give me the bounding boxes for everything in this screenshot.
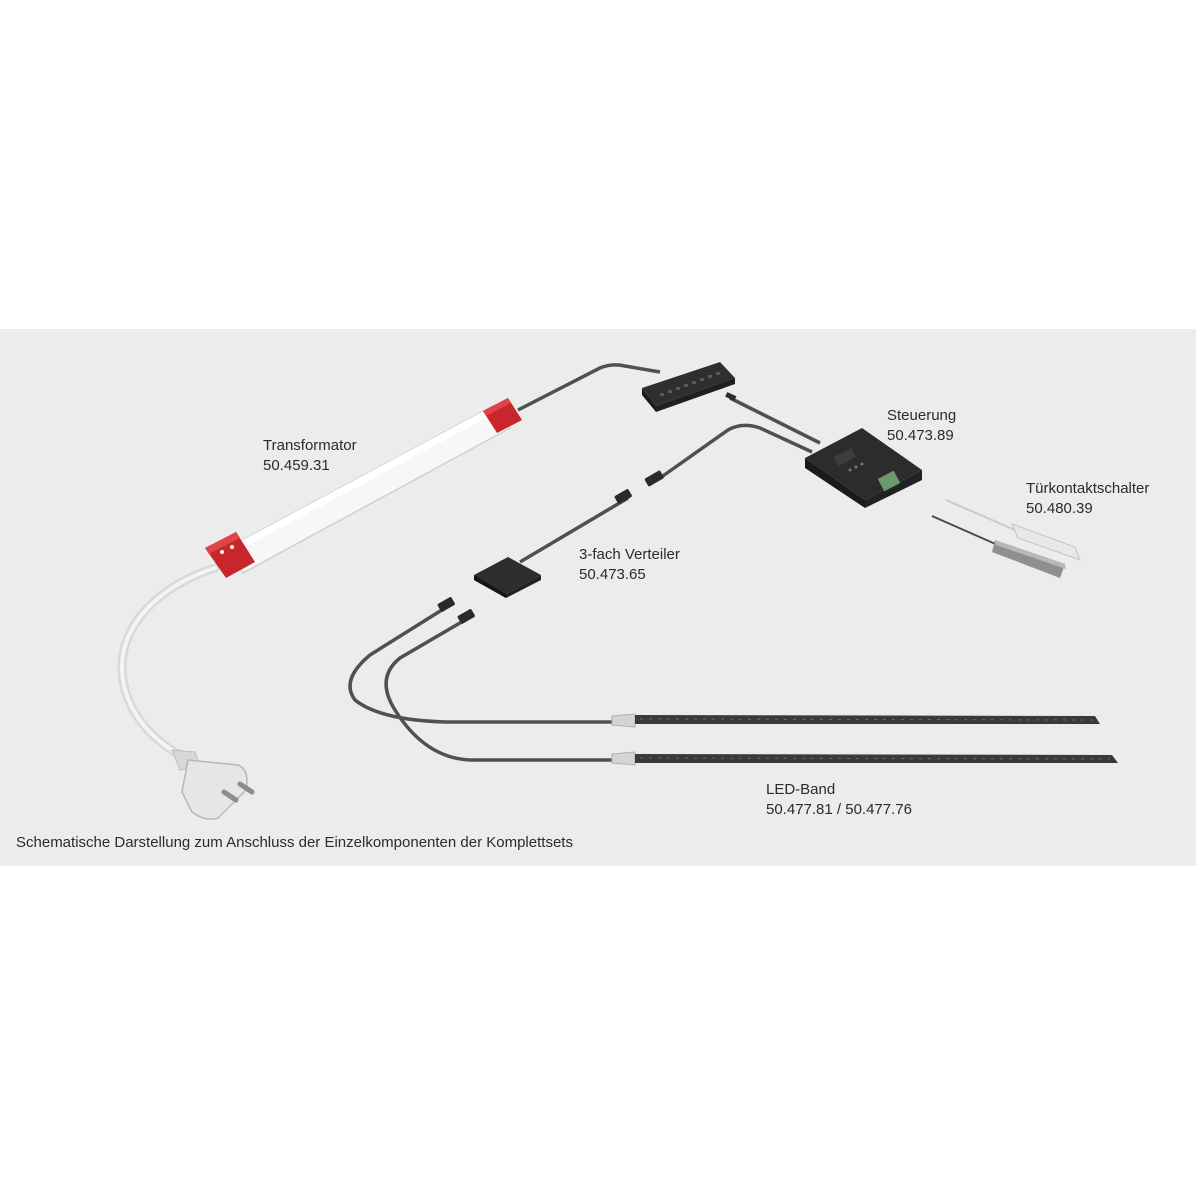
led-strip-name: LED-Band: [766, 781, 836, 798]
transformer-icon: [205, 398, 522, 578]
power-cable: [117, 563, 220, 760]
plug-icon: [171, 749, 255, 820]
door-switch-icon: [931, 499, 1081, 578]
transformer-label: Transformator 50.459.31: [263, 436, 357, 476]
diagram-caption: Schematische Darstellung zum Anschluss d…: [16, 834, 573, 851]
controller-label: Steuerung 50.473.89: [887, 406, 956, 446]
cable-hub-controller: [729, 396, 821, 445]
cable-led-2: [384, 618, 615, 762]
door-switch-label: Türkontaktschalter 50.480.39: [1026, 479, 1149, 519]
hub-distributor-icon: [642, 362, 735, 412]
door-switch-number: 50.480.39: [1026, 500, 1093, 517]
transformer-number: 50.459.31: [263, 457, 330, 474]
cable-led-1: [348, 606, 615, 724]
led-strip-label: LED-Band 50.477.81 / 50.477.76: [766, 780, 912, 820]
led-strip-number: 50.477.81 / 50.477.76: [766, 801, 912, 818]
controller-icon: [805, 428, 922, 508]
controller-name: Steuerung: [887, 407, 957, 424]
cable-transformer-hub: [517, 363, 661, 412]
cable-distributor-connector: [519, 496, 629, 564]
distributor-label: 3-fach Verteiler 50.473.65: [579, 545, 680, 585]
led-strip-icon: [611, 751, 1118, 766]
led-strip-icon: [611, 713, 1100, 728]
distributor-name: 3-fach Verteiler: [579, 546, 680, 563]
distributor-box-icon: [474, 557, 541, 598]
distributor-number: 50.473.65: [579, 566, 646, 583]
door-switch-name: Türkontaktschalter: [1026, 480, 1150, 497]
transformer-name: Transformator: [263, 437, 357, 454]
connector-icon: [644, 470, 664, 487]
controller-number: 50.473.89: [887, 427, 954, 444]
cable-controller-connector: [658, 423, 813, 480]
